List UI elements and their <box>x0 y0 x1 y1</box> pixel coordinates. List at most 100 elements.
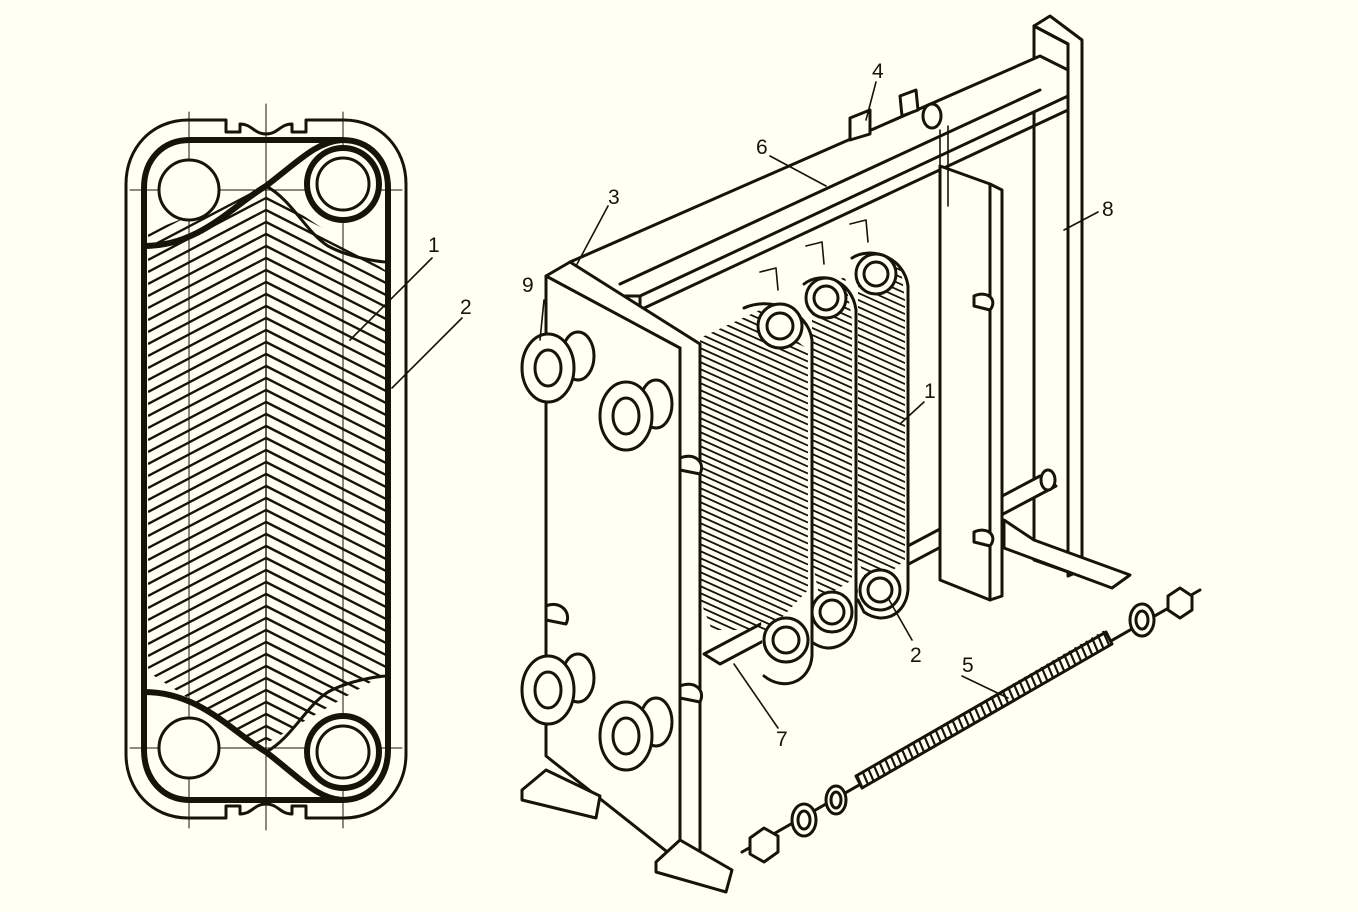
corrugation-line-left <box>148 460 267 526</box>
thread-ridge <box>1085 640 1094 656</box>
hatch-line <box>858 333 905 359</box>
hatch-line <box>810 250 856 271</box>
hatch-line <box>856 642 908 665</box>
thread-ridge <box>934 728 943 744</box>
nozzle-bottom-left <box>520 652 596 726</box>
hatch-line <box>700 705 808 754</box>
hatch-line <box>812 396 852 419</box>
callout-8: 8 <box>1102 198 1114 221</box>
hatch-line <box>810 677 856 698</box>
hatch-line <box>858 494 905 520</box>
hatch-line <box>812 543 852 566</box>
hatch-line <box>856 712 908 735</box>
hatch-line <box>812 564 852 587</box>
hatch-line <box>812 354 852 377</box>
thread-ridge <box>923 735 932 751</box>
hatch-line <box>858 326 905 352</box>
hatch-line <box>812 515 852 538</box>
corrugation-line-right <box>265 292 388 358</box>
thread-ridge <box>956 715 965 731</box>
callout-6: 6 <box>756 136 768 159</box>
roller-wheel <box>921 102 943 130</box>
hatch-line <box>858 424 905 450</box>
hatch-line <box>700 424 808 475</box>
thread-ridge <box>1006 686 1015 702</box>
corrugation-line-right <box>265 460 388 526</box>
hatch-line <box>858 431 905 457</box>
hatch-line <box>812 466 852 489</box>
corrugation-line-right <box>265 580 388 646</box>
hatch-line <box>858 459 905 485</box>
corrugation-line-right <box>265 568 388 634</box>
hatch-line <box>810 712 856 733</box>
corrugation-line-right <box>265 304 388 370</box>
hatch-line <box>856 663 908 686</box>
hatch-line <box>858 487 905 513</box>
port-top-right <box>315 156 371 212</box>
corrugation-line-right <box>265 532 388 598</box>
corrugation-line-right <box>265 508 388 574</box>
corrugation-line-left <box>148 244 267 310</box>
hatch-line <box>858 340 905 366</box>
nozzle-bottom-right <box>598 696 674 772</box>
hatch-line <box>858 305 905 331</box>
callout-9: 9 <box>522 274 534 297</box>
corrugation-line-left <box>148 628 267 694</box>
callout-left-2: 2 <box>460 296 472 319</box>
hatch-line <box>700 620 808 630</box>
hatch-line <box>812 459 852 482</box>
hatch-line <box>700 396 808 447</box>
thread-ridge <box>855 774 865 790</box>
corrugation-line-right <box>265 400 388 466</box>
corrugation-line-right <box>265 628 388 694</box>
hatch-line <box>700 613 808 630</box>
thread-ridge <box>1023 676 1032 692</box>
corrugation-line-left <box>148 568 267 634</box>
thread-ridge <box>911 741 920 757</box>
hatch-line <box>856 698 908 721</box>
hatch-line <box>812 501 852 524</box>
hatch-line <box>856 628 908 651</box>
corrugation-line-right <box>265 220 388 286</box>
thread-ridge <box>889 754 898 770</box>
hatch-line <box>700 361 808 412</box>
corrugation-line-left <box>148 268 267 334</box>
corrugation-line-right <box>265 412 388 478</box>
hatch-line <box>700 333 808 384</box>
thread-ridge <box>1012 682 1021 698</box>
hatch-line <box>858 312 905 338</box>
corrugation-line-left <box>148 292 267 358</box>
callout-right-2: 2 <box>910 644 922 667</box>
hatch-line <box>858 368 905 394</box>
hatch-line <box>700 557 808 608</box>
corrugation-line-left <box>148 376 267 442</box>
corrugation-line-right <box>265 604 388 670</box>
plate-front-view <box>124 103 463 831</box>
corrugation-line-left <box>148 532 267 598</box>
corrugation-line-right <box>265 448 388 514</box>
thread-ridge <box>1057 656 1066 672</box>
corrugation-line-right <box>265 280 388 346</box>
thread-ridge <box>1051 660 1060 675</box>
hatch-line <box>858 529 905 555</box>
corrugation-line-right <box>265 328 388 394</box>
hatch-line <box>856 635 908 658</box>
thread-ridge <box>878 761 887 777</box>
corrugation-line-left <box>148 592 267 658</box>
hatch-line <box>812 417 852 440</box>
thread-ridge <box>1101 630 1111 646</box>
hatch-line <box>856 684 908 707</box>
thread-ridge <box>906 745 915 760</box>
hatch-line <box>700 354 808 405</box>
hatch-line <box>700 508 808 559</box>
hatch-line <box>700 529 808 580</box>
thread-ridge <box>984 699 993 715</box>
corrugation-line-left <box>148 340 267 406</box>
leader-6 <box>769 155 827 187</box>
corrugation-line-left <box>148 232 267 298</box>
corrugation-line-left <box>148 352 267 418</box>
thread-ridge <box>1062 653 1071 669</box>
corrugation-line-right <box>265 352 388 418</box>
corrugation-line-left <box>148 256 267 322</box>
